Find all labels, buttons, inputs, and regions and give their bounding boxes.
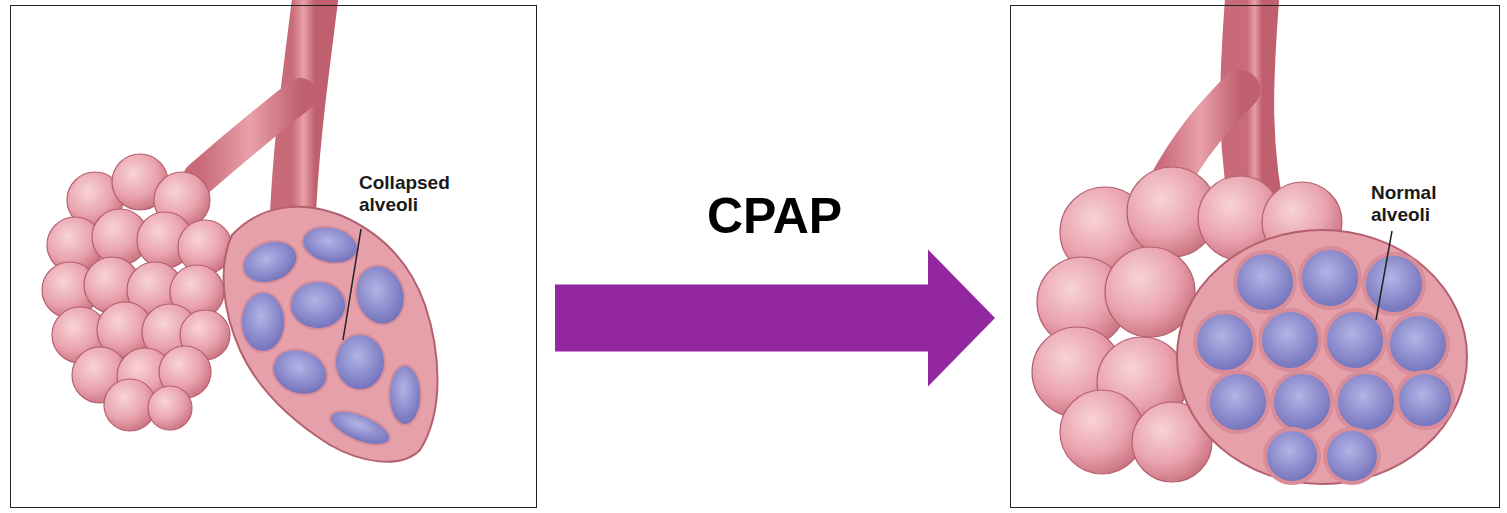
leader-line (1376, 231, 1392, 320)
callout-label: Normal alveoli (1371, 182, 1483, 226)
bronchiole-left (200, 0, 315, 235)
image-panel: Collapsed alveoli (10, 5, 537, 508)
collapsed-cross-section (224, 207, 438, 462)
arrow-label: CPAP (707, 188, 842, 244)
callout-label: Collapsed alveoli (359, 172, 477, 216)
block-arrow (555, 250, 995, 387)
leader-line (343, 229, 361, 340)
normal-cross-section (1177, 230, 1467, 484)
image-panel: Normal alveoli (1010, 5, 1500, 508)
collapsed-cluster (42, 154, 232, 431)
